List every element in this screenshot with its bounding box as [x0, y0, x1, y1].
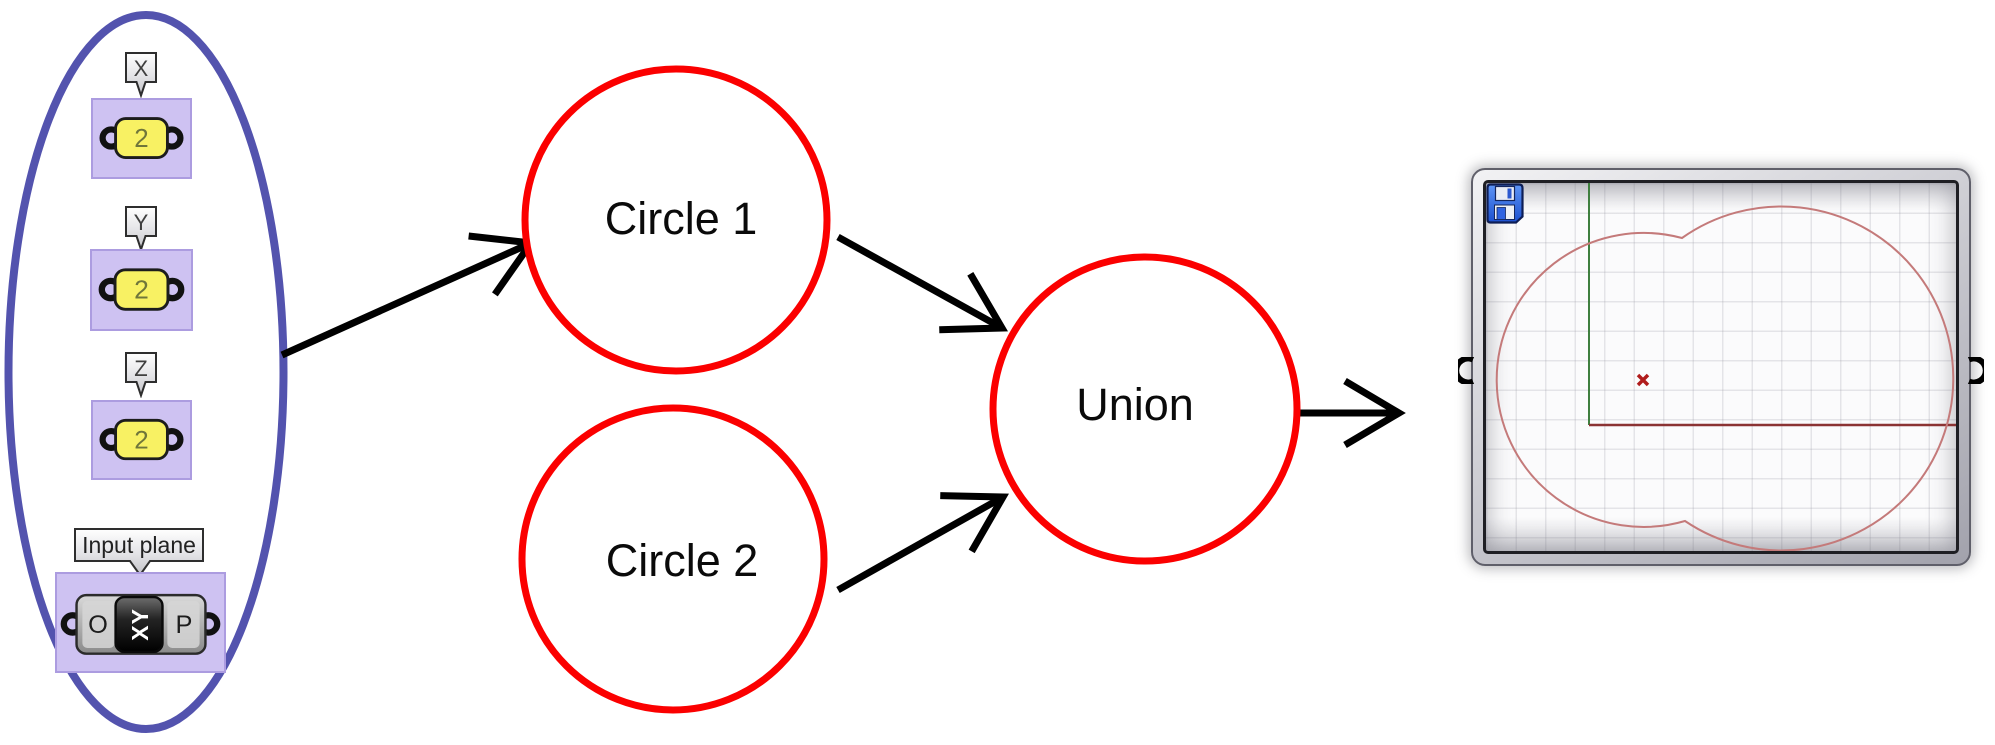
tag-letter-y: Y	[134, 210, 149, 235]
slider-group-x: 2	[91, 98, 192, 179]
preview-output-grip[interactable]	[1967, 357, 1984, 384]
node-union	[989, 253, 1301, 565]
tag-banner-shape	[125, 206, 157, 253]
node-label-circle1: Circle 1	[605, 193, 758, 244]
callout-banner-shape	[74, 528, 204, 577]
slider-value-x: 2	[134, 125, 148, 153]
component-output-panel	[167, 600, 200, 648]
floppy-label-square	[1496, 207, 1506, 220]
number-slider-z[interactable]	[114, 418, 169, 461]
number-slider-x[interactable]	[114, 117, 169, 159]
param-tag-y: Y	[125, 206, 157, 253]
preview-geometry	[1495, 183, 1956, 551]
slider-group-z: 2	[91, 400, 192, 480]
xy-badge-label: XY	[127, 608, 153, 641]
floppy-shutter-slot	[1507, 188, 1512, 199]
origin-x-marker	[1636, 373, 1650, 387]
preview-panel[interactable]	[1458, 168, 1984, 566]
preview-viewport	[1483, 180, 1959, 554]
preview-input-grip[interactable]	[1458, 357, 1475, 384]
slider-value-y: 2	[134, 275, 149, 305]
plane-input-label: O	[88, 611, 108, 639]
param-tag-x: X	[125, 52, 157, 99]
tag-letter-z: Z	[134, 356, 147, 381]
arrow-circle1-to-union	[836, 233, 1002, 328]
plane-group: O P XY	[55, 572, 226, 673]
union-curve	[1495, 205, 1955, 551]
input-plane-callout: Input plane	[74, 528, 204, 577]
node-circle-2	[518, 404, 828, 714]
save-icon[interactable]	[1486, 183, 1524, 224]
slider-group-y: 2	[90, 249, 193, 331]
tag-banner-shape	[125, 352, 157, 399]
inputs-group-ellipse	[4, 11, 288, 733]
node-label-union: Union	[1076, 379, 1194, 430]
component-input-panel	[82, 600, 115, 648]
number-slider-y[interactable]	[113, 268, 170, 311]
tag-banner-shape	[125, 52, 157, 99]
node-circle-1	[521, 65, 831, 375]
callout-label: Input plane	[82, 532, 196, 558]
arrow-inputs-to-circle1	[280, 243, 531, 359]
arrow-circle2-to-union	[836, 497, 1003, 594]
slider-value-z: 2	[134, 427, 148, 455]
node-label-circle2: Circle 2	[606, 535, 759, 586]
param-tag-z: Z	[125, 352, 157, 399]
floppy-shutter	[1494, 185, 1516, 202]
plane-output-label: P	[175, 611, 192, 639]
xy-badge	[114, 595, 164, 653]
tag-letter-x: X	[134, 56, 149, 81]
